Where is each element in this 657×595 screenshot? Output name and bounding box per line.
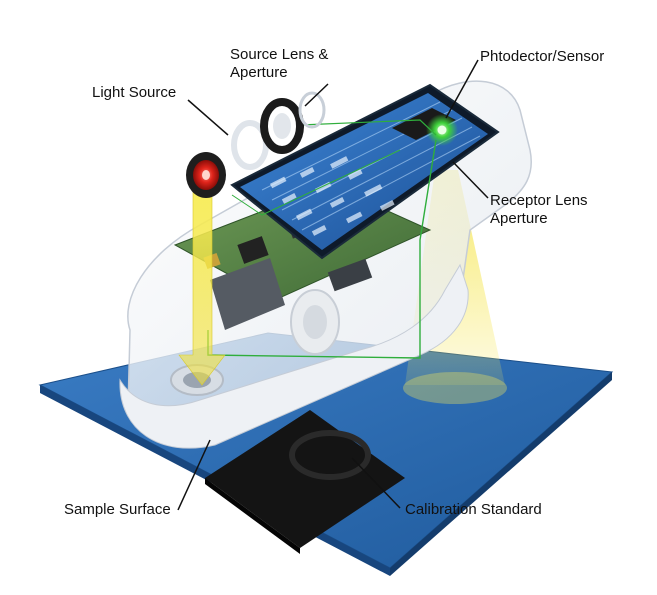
light-source-core (202, 170, 210, 180)
leader-calibration-standard (351, 457, 401, 509)
lens-ring-2-inner (273, 113, 291, 139)
board-chip-4 (327, 258, 373, 292)
leader-photodetector (445, 59, 479, 119)
source-lens-assembly (231, 91, 326, 170)
lens-ring-2 (260, 98, 304, 154)
leader-source-lens (304, 83, 329, 107)
label-receptor-line2: Aperture (490, 210, 548, 227)
calibration-standard-sheen (289, 430, 371, 480)
incident-light-beam (178, 189, 226, 386)
label-source-lens-line1: Source Lens & (230, 46, 329, 63)
signal-path-2 (299, 119, 437, 136)
label-source-lens-line2: Aperture (230, 64, 288, 81)
calibration-standard-tile (205, 410, 405, 548)
speaker-disc-inner (303, 305, 327, 339)
device-base (119, 263, 469, 449)
leader-light-source (187, 99, 229, 136)
receptor-spot (403, 372, 507, 404)
lens-ring-3 (298, 91, 326, 129)
label-calibration-standard: Calibration Standard (405, 501, 542, 518)
board-chip-1 (237, 236, 269, 264)
label-light-source: Light Source (92, 84, 177, 101)
board-module (210, 258, 285, 330)
signal-path-3 (231, 149, 401, 216)
leader-sample-surface (177, 439, 211, 511)
calibration-standard-tile-edge (205, 478, 300, 554)
label-receptor-line1: Receptor Lens (490, 192, 588, 209)
label-photodetector: Phtodector/Sensor (480, 48, 605, 65)
label-sample-surface: Sample Surface (64, 501, 171, 518)
leader-receptor-lens (452, 161, 489, 199)
sensor-led (437, 125, 447, 135)
sample-surface-plate-edge-right (390, 372, 612, 576)
